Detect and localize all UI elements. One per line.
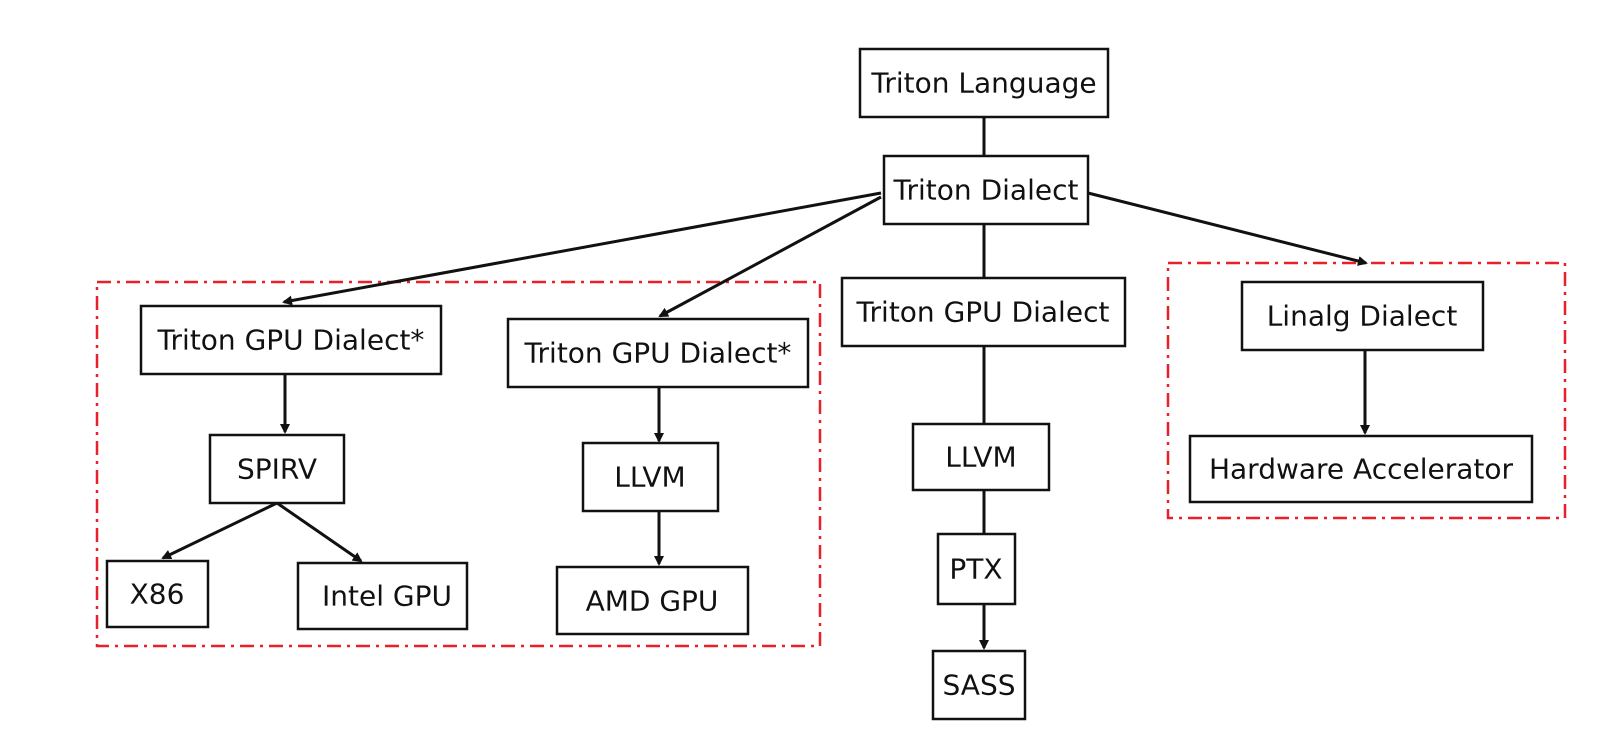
node-triton-language: Triton Language xyxy=(858,47,1110,119)
node-amd-gpu-label: AMD GPU xyxy=(586,585,719,618)
edge-dialect-to-linalg xyxy=(1087,191,1368,266)
node-llvm-nvidia: LLVM xyxy=(911,422,1051,492)
node-ptx: PTX xyxy=(936,532,1017,606)
node-triton-gpu-dialect-nvidia: Triton GPU Dialect xyxy=(840,276,1127,348)
node-linalg-dialect: Linalg Dialect xyxy=(1240,280,1485,352)
node-sass: SASS xyxy=(931,649,1027,721)
node-triton-gpu-dialect-intel: Triton GPU Dialect* xyxy=(139,304,443,376)
node-spirv: SPIRV xyxy=(208,433,346,505)
node-linalg-dialect-label: Linalg Dialect xyxy=(1267,300,1458,333)
node-spirv-label: SPIRV xyxy=(237,453,317,486)
node-sass-label: SASS xyxy=(943,669,1016,702)
edge-dialect-to-amd-gpu-dialect xyxy=(658,195,882,318)
node-x86-label: X86 xyxy=(130,578,185,611)
node-intel-gpu-label: Intel GPU xyxy=(322,580,452,613)
node-triton-gpu-dialect-nvidia-label: Triton GPU Dialect xyxy=(856,296,1110,329)
node-ptx-label: PTX xyxy=(949,553,1002,586)
node-triton-language-label: Triton Language xyxy=(870,67,1096,100)
edge-dialect-to-intel-gpu-dialect xyxy=(282,191,882,306)
node-llvm-nvidia-label: LLVM xyxy=(945,441,1016,474)
node-triton-gpu-dialect-amd-label: Triton GPU Dialect* xyxy=(524,337,792,370)
node-triton-gpu-dialect-amd: Triton GPU Dialect* xyxy=(506,317,810,389)
node-triton-gpu-dialect-intel-label: Triton GPU Dialect* xyxy=(157,324,425,357)
node-amd-gpu: AMD GPU xyxy=(555,565,750,636)
linalg-backend-group xyxy=(1166,261,1567,520)
node-llvm-amd: LLVM xyxy=(581,441,720,513)
node-x86: X86 xyxy=(105,559,210,629)
node-hardware-accelerator-label: Hardware Accelerator xyxy=(1209,453,1514,486)
node-intel-gpu: Intel GPU xyxy=(296,561,469,631)
node-llvm-amd-label: LLVM xyxy=(614,461,685,494)
intel-amd-backend-group xyxy=(95,280,822,648)
node-triton-dialect-label: Triton Dialect xyxy=(893,174,1079,207)
edge-spirv-to-intel-gpu xyxy=(276,501,363,563)
node-triton-dialect: Triton Dialect xyxy=(882,154,1090,226)
node-hardware-accelerator: Hardware Accelerator xyxy=(1188,434,1534,504)
edge-spirv-to-x86 xyxy=(161,501,278,560)
